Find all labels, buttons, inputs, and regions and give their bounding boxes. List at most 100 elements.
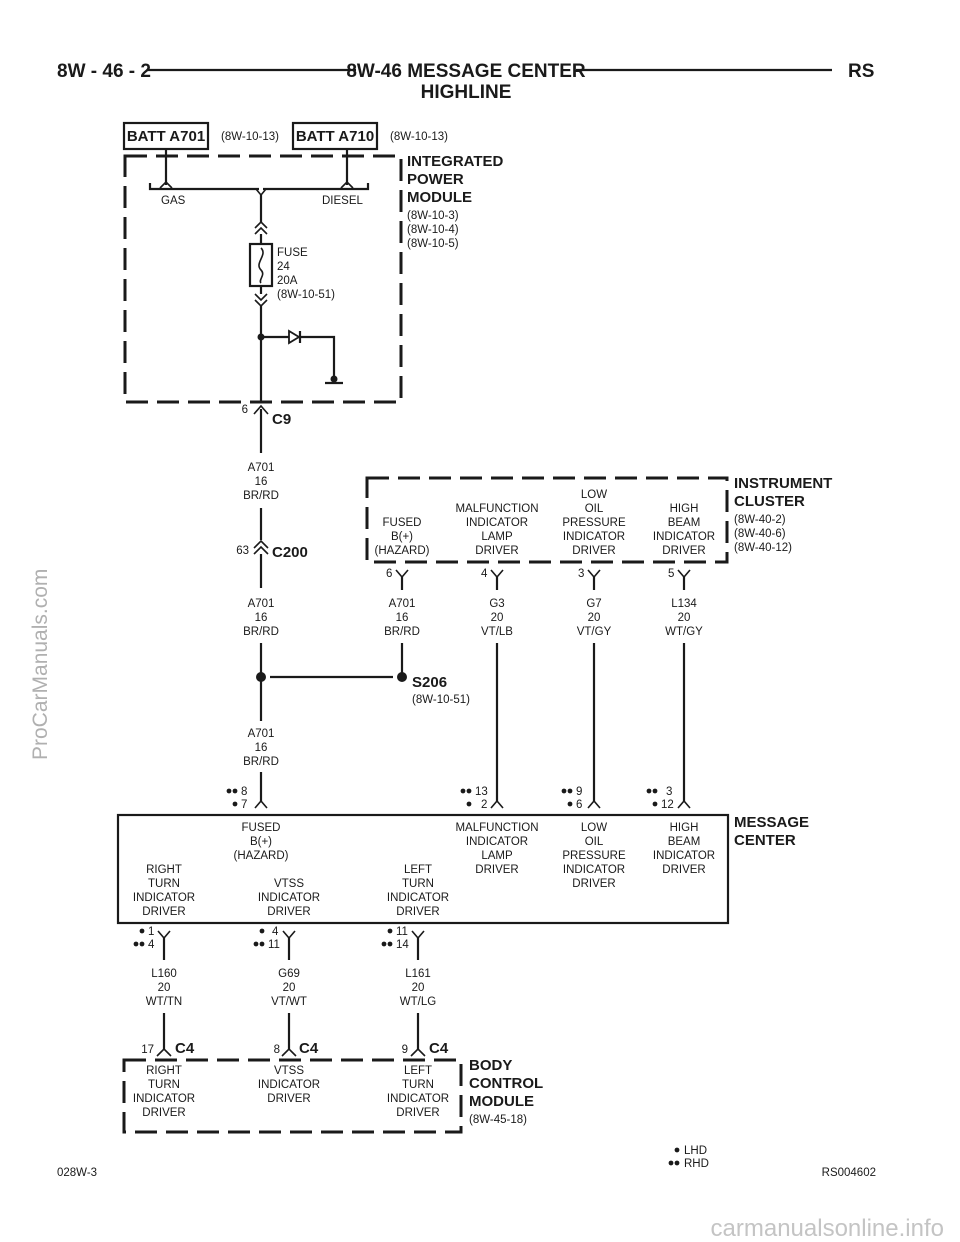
c4-name: C4: [175, 1040, 195, 1057]
mc-fused-label: FUSED B(+) (HAZARD): [234, 822, 289, 862]
wire-gauge: 20: [678, 612, 691, 624]
wire-color: WT/LG: [400, 996, 436, 1008]
section-id: RS: [848, 61, 874, 82]
connector-c4-2: 8 C4: [274, 1040, 319, 1057]
rhd-dot: [232, 788, 238, 794]
cluster-highbeam-label: HIGH BEAM INDICATOR DRIVER: [653, 503, 715, 557]
mc-left-chevron: [411, 930, 425, 940]
c4-pin: 17: [141, 1044, 154, 1056]
mc-pin-lowoil-rhd: 9: [576, 786, 582, 798]
cluster-ref-3: (8W-40-12): [734, 542, 792, 554]
wire-label-g7: G7 20 VT/GY: [577, 598, 612, 638]
page-id: 8W - 46 - 2: [57, 61, 151, 82]
cluster-mil-chevron: [490, 569, 504, 579]
mc-lowoil-chevron: [587, 799, 601, 809]
label-line: TURN: [402, 878, 434, 890]
label-line: FUSED: [242, 822, 281, 834]
wire-circuit: L161: [405, 968, 431, 980]
wire-circuit: A701: [248, 728, 275, 740]
wire-label-g69: G69 20 VT/WT: [271, 968, 307, 1008]
wire-color: WT/TN: [146, 996, 182, 1008]
label-line: INDICATOR: [133, 892, 195, 904]
label-line: INDICATOR: [653, 850, 715, 862]
label-line: INDICATOR: [563, 864, 625, 876]
ipm-ref-2: (8W-10-4): [407, 224, 459, 236]
page-title: 8W-46 MESSAGE CENTER: [346, 61, 586, 82]
mc-pin-mil-lhd: 2: [481, 799, 487, 811]
rhd-dot: [139, 941, 145, 947]
mc-vtss-label: VTSS INDICATOR DRIVER: [258, 878, 320, 918]
ipm-outline: [123, 154, 403, 404]
label-line: DRIVER: [142, 1107, 185, 1119]
lhd-dot: [652, 801, 658, 807]
legend: LHD RHD: [668, 1145, 709, 1170]
label-line: B(+): [391, 531, 413, 543]
legend-rhd: RHD: [684, 1158, 709, 1170]
instrument-cluster: INSTRUMENT CLUSTER (8W-40-2) (8W-40-6) (…: [365, 475, 832, 580]
label-line: DRIVER: [142, 906, 185, 918]
mc-vtss-chevron: [282, 930, 296, 940]
label-line: OIL: [585, 836, 604, 848]
bcm-left-turn-label: LEFT TURN INDICATOR DRIVER: [387, 1065, 449, 1119]
rhd-dot: [668, 1160, 674, 1166]
body-control-module: BODY CONTROL MODULE (8W-45-18) RIGHT TUR…: [122, 1057, 543, 1134]
gas-bus: [148, 183, 259, 191]
lhd-dot: [466, 801, 472, 807]
fuse-number: 24: [277, 261, 290, 273]
label-line: INDICATOR: [466, 836, 528, 848]
cluster-fused-label: FUSED B(+) (HAZARD): [375, 517, 430, 557]
cluster-fused-chevron: [395, 569, 409, 579]
c9-name: C9: [272, 411, 291, 428]
wire-gauge: 20: [283, 982, 296, 994]
wire-gauge: 16: [255, 612, 268, 624]
rhd-dot: [561, 788, 567, 794]
lhd-dot: [259, 928, 265, 934]
c4-pin: 8: [274, 1044, 280, 1056]
wire-circuit: L160: [151, 968, 177, 980]
s206-name: S206: [412, 674, 447, 691]
mc-pins-top: 8 7 13 2 9 6 3 12: [226, 786, 691, 811]
rhd-dot: [652, 788, 658, 794]
fuse-label: FUSE: [277, 247, 308, 259]
c9-chevron: [253, 404, 269, 415]
label-line: LEFT: [404, 1065, 432, 1077]
wire-circuit: G7: [586, 598, 601, 610]
label-line: OIL: [585, 503, 604, 515]
rhd-dot: [460, 788, 466, 794]
ground-dot: [330, 375, 338, 383]
c4-chevron: [410, 1047, 426, 1057]
connector-c9: 6 C9: [242, 404, 292, 428]
wire-gauge: 20: [491, 612, 504, 624]
wire-color: VT/WT: [271, 996, 307, 1008]
label-line: LOW: [581, 822, 607, 834]
splice-s206: S206 (8W-10-51): [256, 672, 470, 706]
label-line: INDICATOR: [258, 892, 320, 904]
label-line: BEAM: [668, 836, 701, 848]
batt-a710-box: [291, 121, 379, 151]
message-center: MESSAGE CENTER FUSED B(+) (HAZARD) MALFU…: [116, 813, 809, 925]
mc-title-2: CENTER: [734, 832, 796, 849]
mc-mil-chevron: [490, 799, 504, 809]
wire-diode-ground: [300, 335, 336, 380]
batt-a701-ref: (8W-10-13): [221, 131, 279, 143]
label-line: PRESSURE: [562, 517, 626, 529]
mc-right-turn-label: RIGHT TURN INDICATOR DRIVER: [133, 864, 195, 918]
wire-circuit: A701: [248, 598, 275, 610]
label-line: MALFUNCTION: [455, 822, 538, 834]
wire-label-l160: L160 20 WT/TN: [146, 968, 182, 1008]
cluster-outline: [365, 476, 729, 564]
label-line: (HAZARD): [234, 850, 289, 862]
ipm-title-3: MODULE: [407, 189, 472, 206]
c200-pin: 63: [236, 545, 249, 557]
label-line: LAMP: [481, 850, 513, 862]
bus-junction: [255, 188, 267, 197]
c4-name: C4: [429, 1040, 449, 1057]
bcm-outline: [122, 1058, 463, 1134]
label-line: B(+): [250, 836, 272, 848]
fuse-top-chevron-2: [254, 226, 268, 235]
label-line: DRIVER: [475, 545, 518, 557]
cluster-pin-fused: 6: [386, 568, 392, 580]
label-line: DRIVER: [396, 1107, 439, 1119]
label-line: LAMP: [481, 531, 513, 543]
mc-pin-right-lhd: 1: [148, 926, 154, 938]
